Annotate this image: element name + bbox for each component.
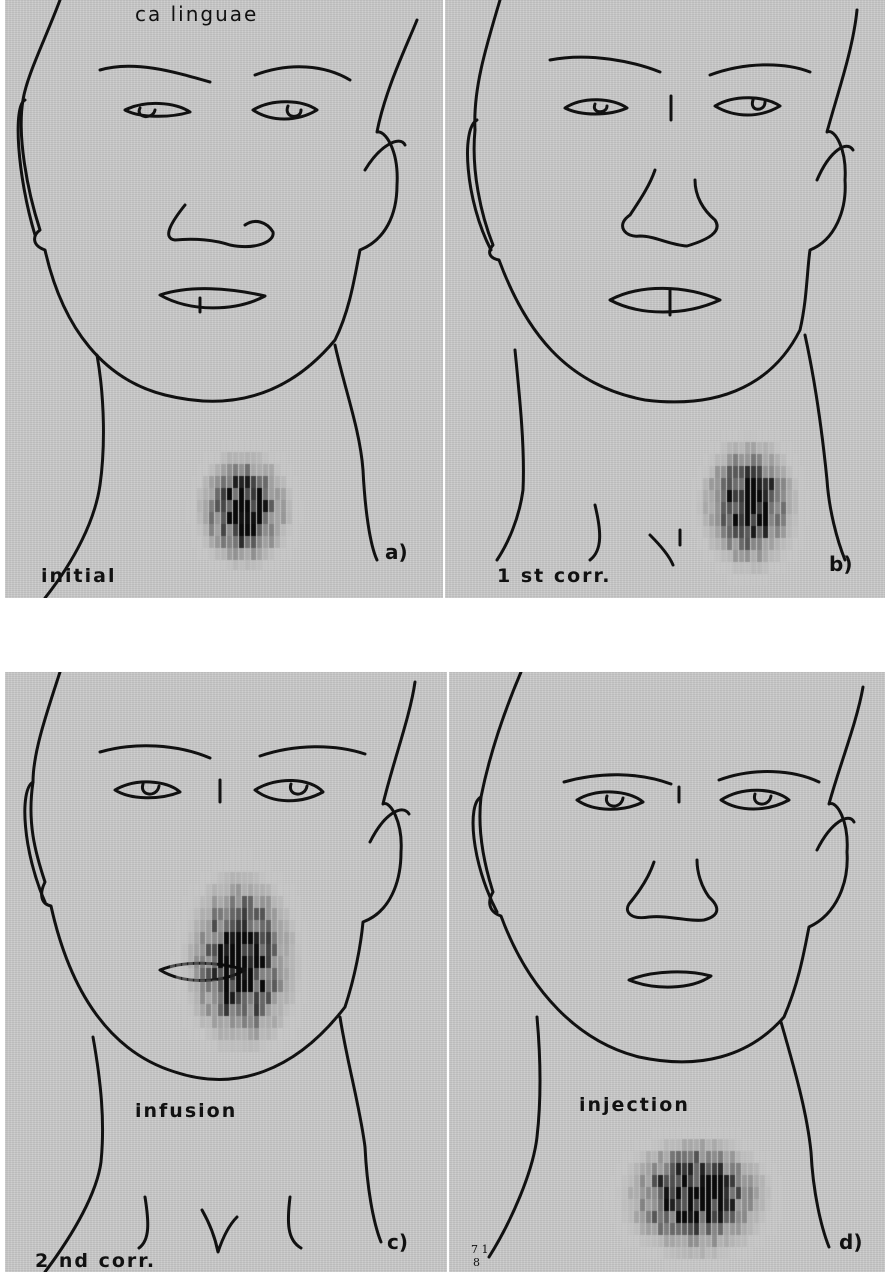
panel-d-mark-top: 7 1 bbox=[471, 1244, 489, 1255]
face-outline-drawing bbox=[445, 0, 885, 598]
panel-a: ca linguae initial a) bbox=[5, 0, 443, 598]
radioactivity-scan-spot bbox=[604, 1127, 784, 1272]
radioactivity-scan-spot bbox=[685, 430, 815, 590]
panel-c-overlay-label: infusion bbox=[135, 1100, 237, 1122]
panel-a-letter: a) bbox=[385, 540, 408, 564]
radioactivity-scan-spot bbox=[170, 812, 310, 1052]
panel-c-label: 2 nd corr. bbox=[35, 1250, 156, 1272]
panel-c: infusion 2 nd corr. c) bbox=[5, 672, 447, 1272]
panel-c-letter: c) bbox=[387, 1230, 408, 1254]
panel-b: 1 st corr. b) bbox=[445, 0, 885, 598]
panel-b-letter: b) bbox=[829, 552, 852, 576]
panel-d-letter: d) bbox=[839, 1230, 862, 1254]
panel-d-mark-bottom: 8 bbox=[473, 1257, 480, 1268]
radioactivity-scan-spot bbox=[185, 440, 305, 570]
panel-d: injection 7 1 8 d) bbox=[449, 672, 885, 1272]
panel-d-label: injection bbox=[579, 1094, 690, 1116]
panel-a-label: initial bbox=[41, 565, 116, 587]
figure-title: ca linguae bbox=[135, 2, 258, 26]
panel-b-label: 1 st corr. bbox=[497, 565, 611, 587]
